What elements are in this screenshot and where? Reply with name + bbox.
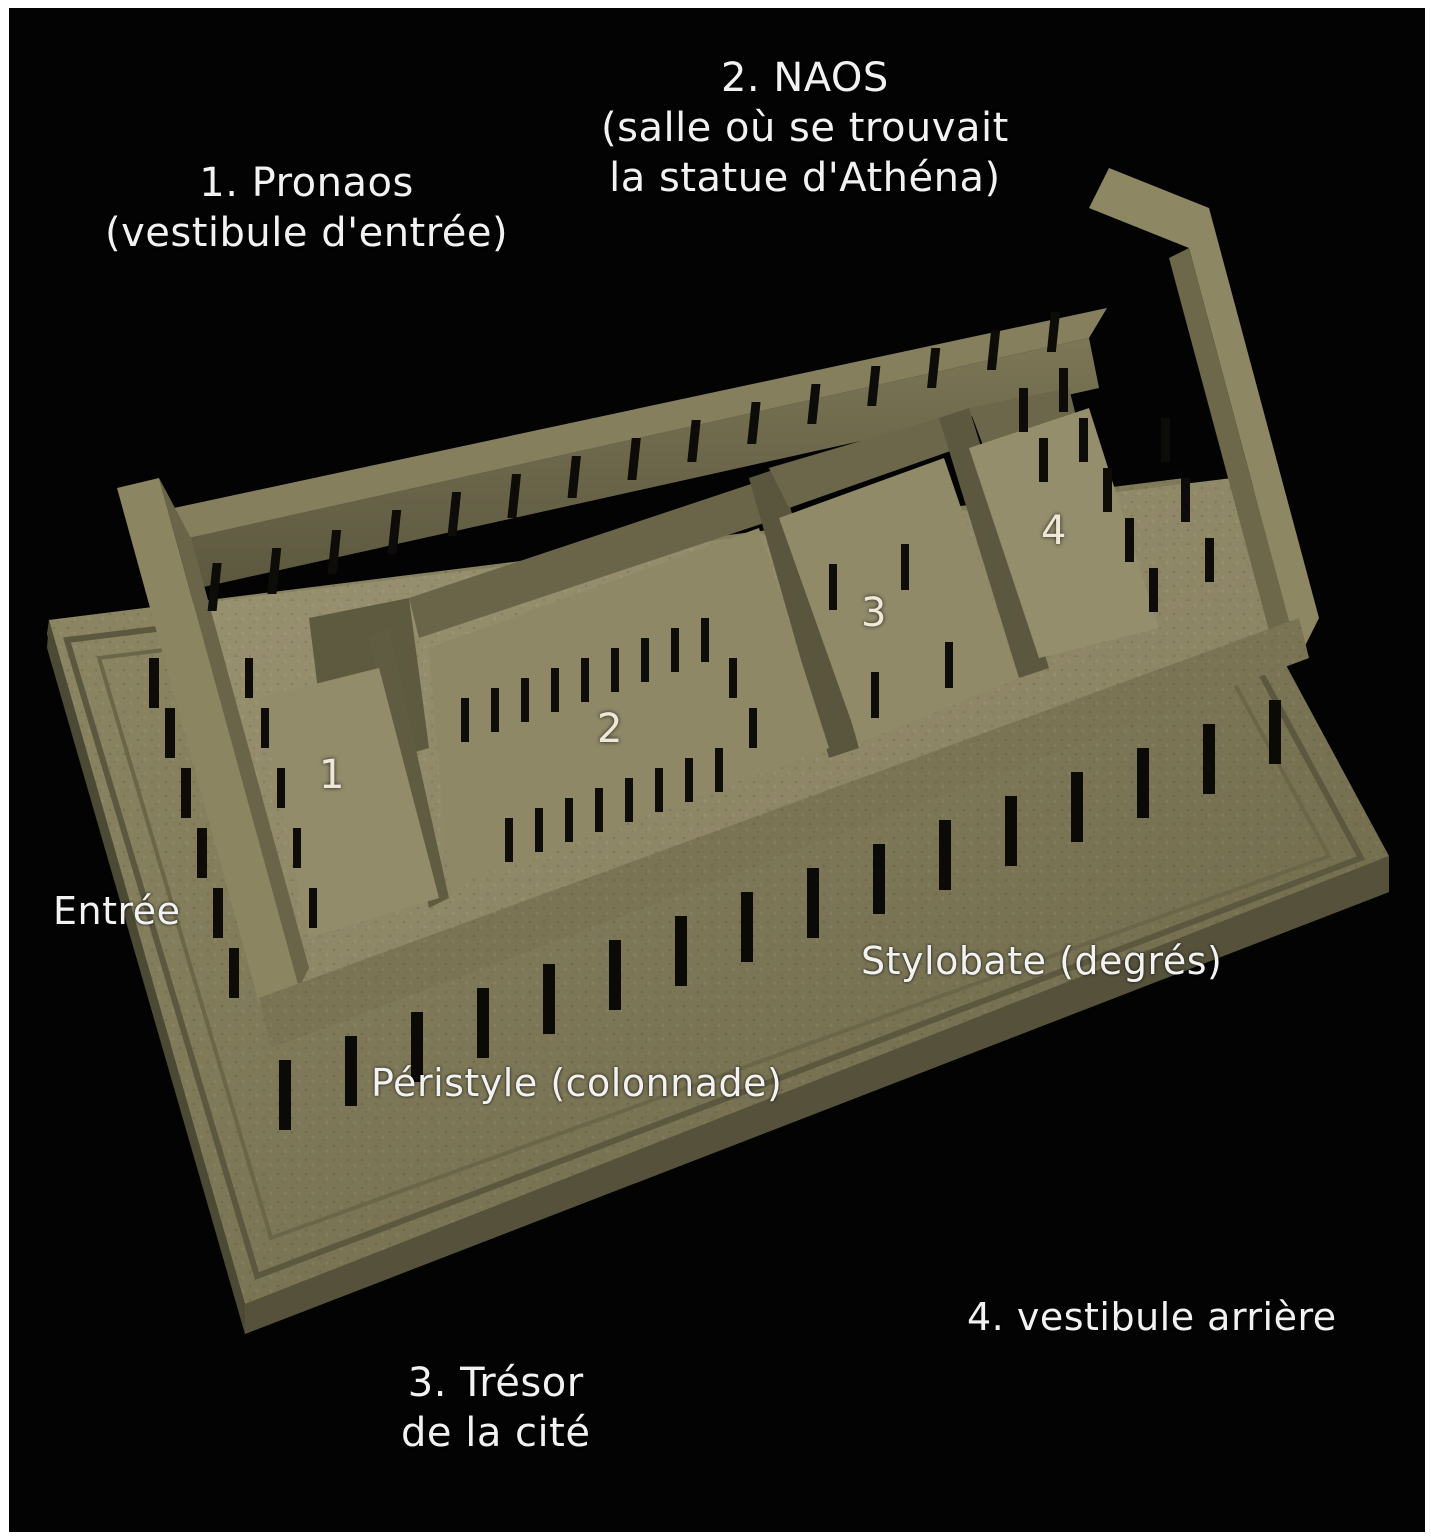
image-frame: 1. Pronaos (vestibule d'entrée) 2. NAOS … xyxy=(9,8,1425,1532)
label-naos-title: 2. NAOS xyxy=(601,53,1009,103)
room-number-2: 2 xyxy=(597,706,622,752)
label-pronaos-title: 1. Pronaos xyxy=(105,158,508,208)
label-peristyle: Péristyle (colonnade) xyxy=(371,1060,782,1108)
room-number-1: 1 xyxy=(319,752,344,798)
label-tresor-subtitle: de la cité xyxy=(401,1408,590,1458)
label-pronaos-subtitle: (vestibule d'entrée) xyxy=(105,208,508,258)
label-pronaos: 1. Pronaos (vestibule d'entrée) xyxy=(105,158,508,258)
label-naos: 2. NAOS (salle où se trouvait la statue … xyxy=(601,53,1009,203)
label-naos-line3: la statue d'Athéna) xyxy=(601,153,1009,203)
label-stylobate: Stylobate (degrés) xyxy=(861,938,1222,986)
label-tresor: 3. Trésor de la cité xyxy=(401,1358,590,1458)
label-vestibule-arriere: 4. vestibule arrière xyxy=(967,1294,1337,1342)
label-naos-line2: (salle où se trouvait xyxy=(601,103,1009,153)
room-number-4: 4 xyxy=(1041,508,1066,554)
label-entree: Entrée xyxy=(53,888,181,936)
room-number-3: 3 xyxy=(861,590,886,636)
label-tresor-title: 3. Trésor xyxy=(401,1358,590,1408)
